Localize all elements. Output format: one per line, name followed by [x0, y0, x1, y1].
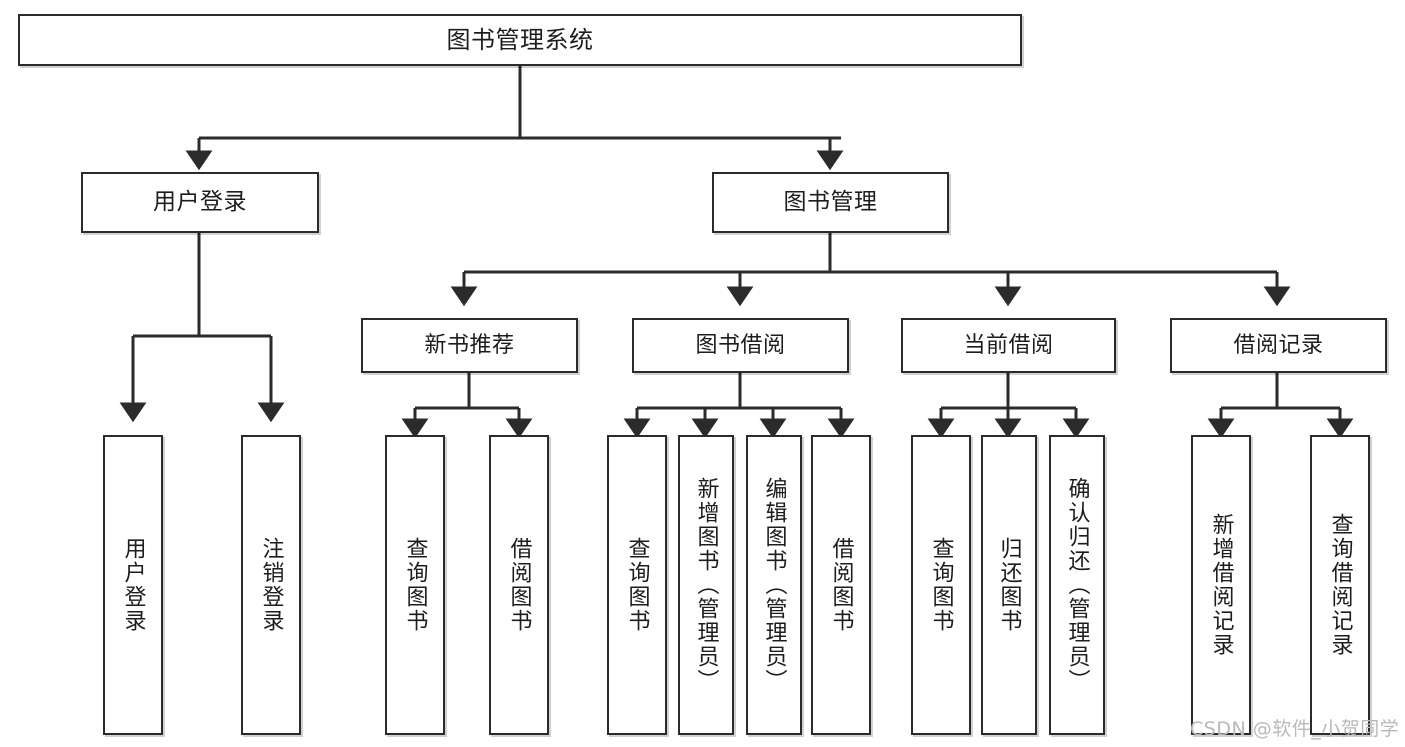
node-leaf-query-book-2[interactable]: 查询图书	[607, 435, 667, 735]
node-book-management-label: 图书管理	[783, 188, 878, 215]
node-leaf-confirm-return-label: 确认归还（管理员）	[1064, 477, 1090, 693]
node-leaf-query-record[interactable]: 查询借阅记录	[1310, 435, 1370, 735]
node-current-borrow[interactable]: 当前借阅	[901, 318, 1116, 373]
edge-bookborrow-to-leaves	[623, 373, 855, 439]
node-leaf-add-book-label: 新增图书（管理员）	[693, 477, 719, 693]
node-user-login[interactable]: 用户登录	[81, 172, 319, 233]
node-leaf-edit-book-label: 编辑图书（管理员）	[761, 477, 787, 693]
node-leaf-query-record-label: 查询借阅记录	[1327, 513, 1353, 657]
node-new-book-recommend-label: 新书推荐	[424, 332, 515, 358]
node-leaf-borrow-book-1[interactable]: 借阅图书	[489, 435, 549, 735]
edge-newbook-to-leaves	[401, 373, 533, 439]
node-leaf-confirm-return[interactable]: 确认归还（管理员）	[1049, 435, 1105, 735]
node-leaf-query-book-1[interactable]: 查询图书	[385, 435, 445, 735]
node-leaf-return-book-label: 归还图书	[996, 537, 1022, 633]
node-leaf-borrow-book-2[interactable]: 借阅图书	[811, 435, 871, 735]
node-borrow-record-label: 借阅记录	[1233, 332, 1324, 358]
node-leaf-add-record[interactable]: 新增借阅记录	[1191, 435, 1251, 735]
node-leaf-logout-label: 注销登录	[258, 537, 284, 633]
node-leaf-borrow-book-1-label: 借阅图书	[506, 537, 532, 633]
node-book-borrow[interactable]: 图书借阅	[632, 318, 849, 373]
node-leaf-return-book[interactable]: 归还图书	[981, 435, 1037, 735]
node-leaf-user-login-label: 用户登录	[120, 537, 146, 633]
node-leaf-add-record-label: 新增借阅记录	[1208, 513, 1234, 657]
node-current-borrow-label: 当前借阅	[963, 332, 1054, 358]
edge-bookmgmt-to-level2	[450, 233, 1291, 307]
edge-userlogin-to-leaves	[119, 233, 285, 423]
node-leaf-user-login[interactable]: 用户登录	[103, 435, 163, 735]
node-leaf-query-book-1-label: 查询图书	[402, 537, 428, 633]
node-borrow-record[interactable]: 借阅记录	[1170, 318, 1387, 373]
node-book-management[interactable]: 图书管理	[712, 172, 949, 233]
node-new-book-recommend[interactable]: 新书推荐	[361, 318, 578, 373]
edge-currentborrow-to-leaves	[927, 373, 1090, 439]
node-user-login-label: 用户登录	[153, 188, 247, 215]
node-leaf-add-book[interactable]: 新增图书（管理员）	[678, 435, 734, 735]
edge-borrowrecord-to-leaves	[1207, 373, 1354, 439]
csdn-watermark: CSDN @软件_小贺同学	[1190, 718, 1400, 740]
node-book-borrow-label: 图书借阅	[695, 332, 786, 358]
node-leaf-query-book-3-label: 查询图书	[928, 537, 954, 633]
node-root-label: 图书管理系统	[446, 25, 594, 54]
node-leaf-edit-book[interactable]: 编辑图书（管理员）	[746, 435, 802, 735]
node-root-system[interactable]: 图书管理系统	[18, 14, 1022, 66]
node-leaf-query-book-2-label: 查询图书	[624, 537, 650, 633]
node-leaf-logout[interactable]: 注销登录	[241, 435, 301, 735]
node-leaf-borrow-book-2-label: 借阅图书	[828, 537, 854, 633]
node-leaf-query-book-3[interactable]: 查询图书	[911, 435, 971, 735]
edge-root-to-level1	[185, 66, 844, 171]
